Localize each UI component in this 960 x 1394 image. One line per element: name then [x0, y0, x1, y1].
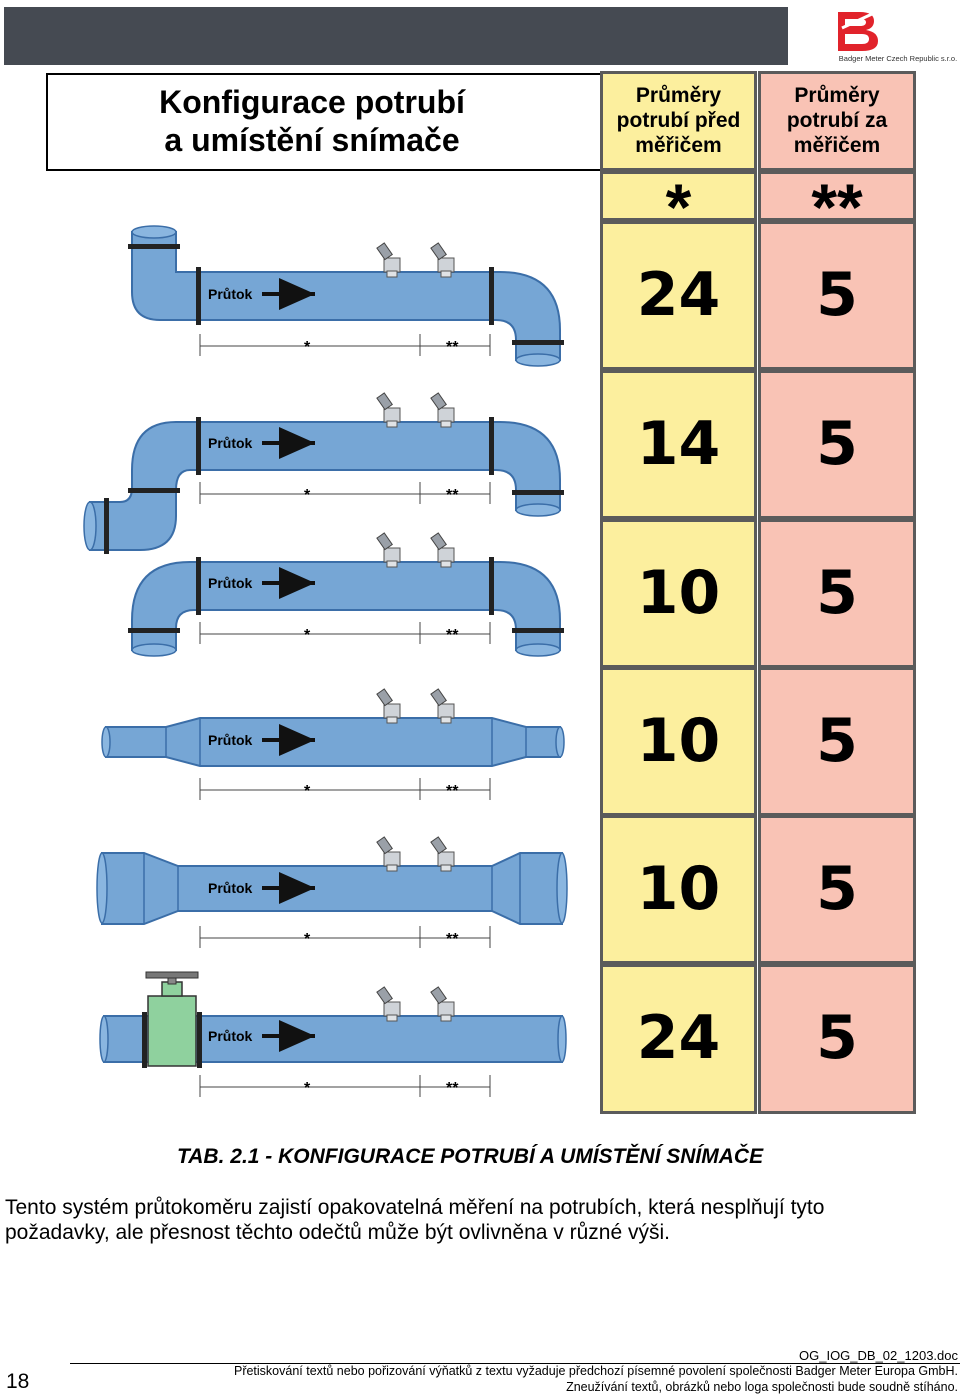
- after-cell-row2: 5: [758, 370, 916, 519]
- pipe-row-5: [96, 836, 568, 948]
- dim-after-label: **: [446, 931, 459, 948]
- before-value: 10: [636, 706, 721, 776]
- pipe-configurations-diagram: Průtok * ** Průtok * **: [83, 225, 568, 1097]
- header-after-meter: Průměry potrubí za měřičem: [758, 71, 916, 171]
- dim-before-label: *: [304, 487, 311, 504]
- after-value: 5: [816, 558, 858, 628]
- dim-before-label: *: [304, 931, 311, 948]
- header-after-text: Průměry potrubí za měřičem: [786, 84, 888, 157]
- after-value: 5: [816, 1003, 858, 1073]
- pipe-row-6: [99, 971, 567, 1097]
- header-before-text: Průměry potrubí před měřičem: [616, 84, 741, 157]
- dim-after-label: **: [446, 1080, 459, 1097]
- dim-before-label: *: [304, 339, 311, 356]
- flow-label: Průtok: [208, 880, 253, 896]
- after-value: 5: [816, 854, 858, 924]
- before-cell-row5: 10: [600, 815, 757, 964]
- flow-label: Průtok: [208, 435, 253, 451]
- footer-copyright-line2: Zneužívání textů, obrázků nebo loga spol…: [566, 1380, 958, 1394]
- flow-label: Průtok: [208, 732, 253, 748]
- before-cell-row4: 10: [600, 667, 757, 816]
- header-bar: [4, 7, 788, 65]
- before-value: 14: [636, 409, 721, 479]
- dim-before-label: *: [304, 783, 311, 800]
- before-cell-row1: 24: [600, 221, 757, 370]
- after-cell-row4: 5: [758, 667, 916, 816]
- after-mark-cell: **: [758, 171, 916, 240]
- before-value: 10: [636, 854, 721, 924]
- pipe-row-2: [83, 392, 564, 554]
- after-cell-row1: 5: [758, 221, 916, 370]
- before-cell-row2: 14: [600, 370, 757, 519]
- flow-label: Průtok: [208, 575, 253, 591]
- table-title-box: Konfigurace potrubí a umístění snímače: [46, 73, 600, 171]
- dim-after-label: **: [446, 487, 459, 504]
- badger-meter-logo: Badger Meter Czech Republic s.r.o.: [836, 6, 958, 66]
- dim-before-label: *: [304, 627, 311, 644]
- logo-mark-icon: [838, 12, 878, 51]
- flow-label: Průtok: [208, 1028, 253, 1044]
- after-value: 5: [816, 706, 858, 776]
- before-cell-row3: 10: [600, 519, 757, 668]
- footer-divider: [70, 1363, 960, 1364]
- dim-after-label: **: [446, 783, 459, 800]
- after-cell-row6: 5: [758, 964, 916, 1114]
- flow-label: Průtok: [208, 286, 253, 302]
- body-paragraph: Tento systém průtokoměru zajistí opakova…: [5, 1196, 825, 1244]
- after-value: 5: [816, 260, 858, 330]
- dim-before-label: *: [304, 1080, 311, 1097]
- pipe-row-4: [101, 688, 565, 800]
- footer-doc-id: OG_IOG_DB_02_1203.doc: [799, 1348, 958, 1363]
- page-number: 18: [6, 1370, 30, 1393]
- after-value: 5: [816, 409, 858, 479]
- before-value: 10: [636, 558, 721, 628]
- header-before-meter: Průměry potrubí před měřičem: [600, 71, 757, 171]
- table-caption: TAB. 2.1 - KONFIGURACE POTRUBÍ A UMÍSTĚN…: [177, 1145, 764, 1168]
- pipe-row-1: [128, 225, 564, 367]
- pipe-row-3: [128, 532, 564, 657]
- after-cell-row5: 5: [758, 815, 916, 964]
- after-cell-row3: 5: [758, 519, 916, 668]
- dim-after-label: **: [446, 627, 459, 644]
- before-mark-cell: *: [600, 171, 757, 240]
- before-value: 24: [636, 1003, 721, 1073]
- logo-company-text: Badger Meter Czech Republic s.r.o.: [838, 54, 958, 63]
- footer-copyright-line1: Přetiskování textů nebo pořizování výňat…: [233, 1364, 958, 1378]
- before-value: 24: [636, 260, 721, 330]
- before-cell-row6: 24: [600, 964, 757, 1114]
- table-title: Konfigurace potrubí a umístění snímače: [159, 84, 465, 158]
- dim-after-label: **: [446, 339, 459, 356]
